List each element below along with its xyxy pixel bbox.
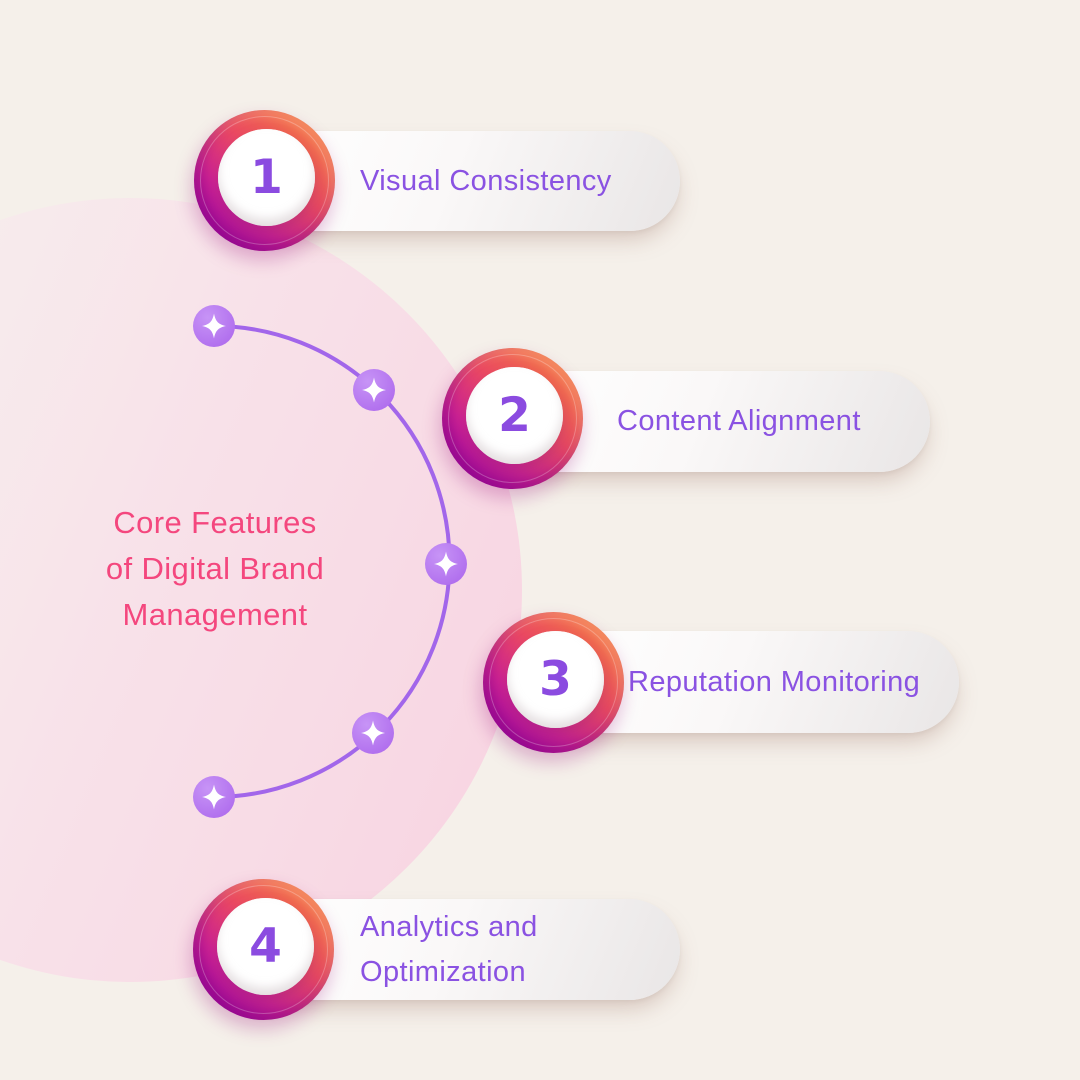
step-number-circle: 4 [217, 898, 314, 995]
sparkle-icon [353, 369, 395, 411]
page-title-line: Management [122, 597, 308, 632]
step-number: 3 [539, 652, 572, 707]
sparkle-icon [352, 712, 394, 754]
step-number: 1 [250, 150, 283, 205]
step-badge-2: 2 [442, 348, 583, 489]
page-title: Core Features of Digital Brand Managemen… [55, 500, 375, 638]
step-badge-4: 4 [193, 879, 334, 1020]
step-badge-1: 1 [194, 110, 335, 251]
step-number-circle: 3 [507, 631, 604, 728]
page-title-line: of Digital Brand [105, 551, 325, 586]
step-badge-3: 3 [483, 612, 624, 753]
sparkle-icon [193, 305, 235, 347]
step-number: 4 [249, 919, 282, 974]
step-number-circle: 1 [218, 129, 315, 226]
feature-label: Analytics and Optimization [360, 910, 538, 988]
sparkle-icon [425, 543, 467, 585]
page-title-line: Core Features [113, 505, 317, 540]
step-number: 2 [498, 388, 531, 443]
feature-label: Content Alignment [617, 405, 861, 437]
feature-label: Visual Consistency [360, 164, 612, 197]
step-number-circle: 2 [466, 367, 563, 464]
feature-label: Reputation Monitoring [628, 665, 921, 698]
sparkle-icon [193, 776, 235, 818]
